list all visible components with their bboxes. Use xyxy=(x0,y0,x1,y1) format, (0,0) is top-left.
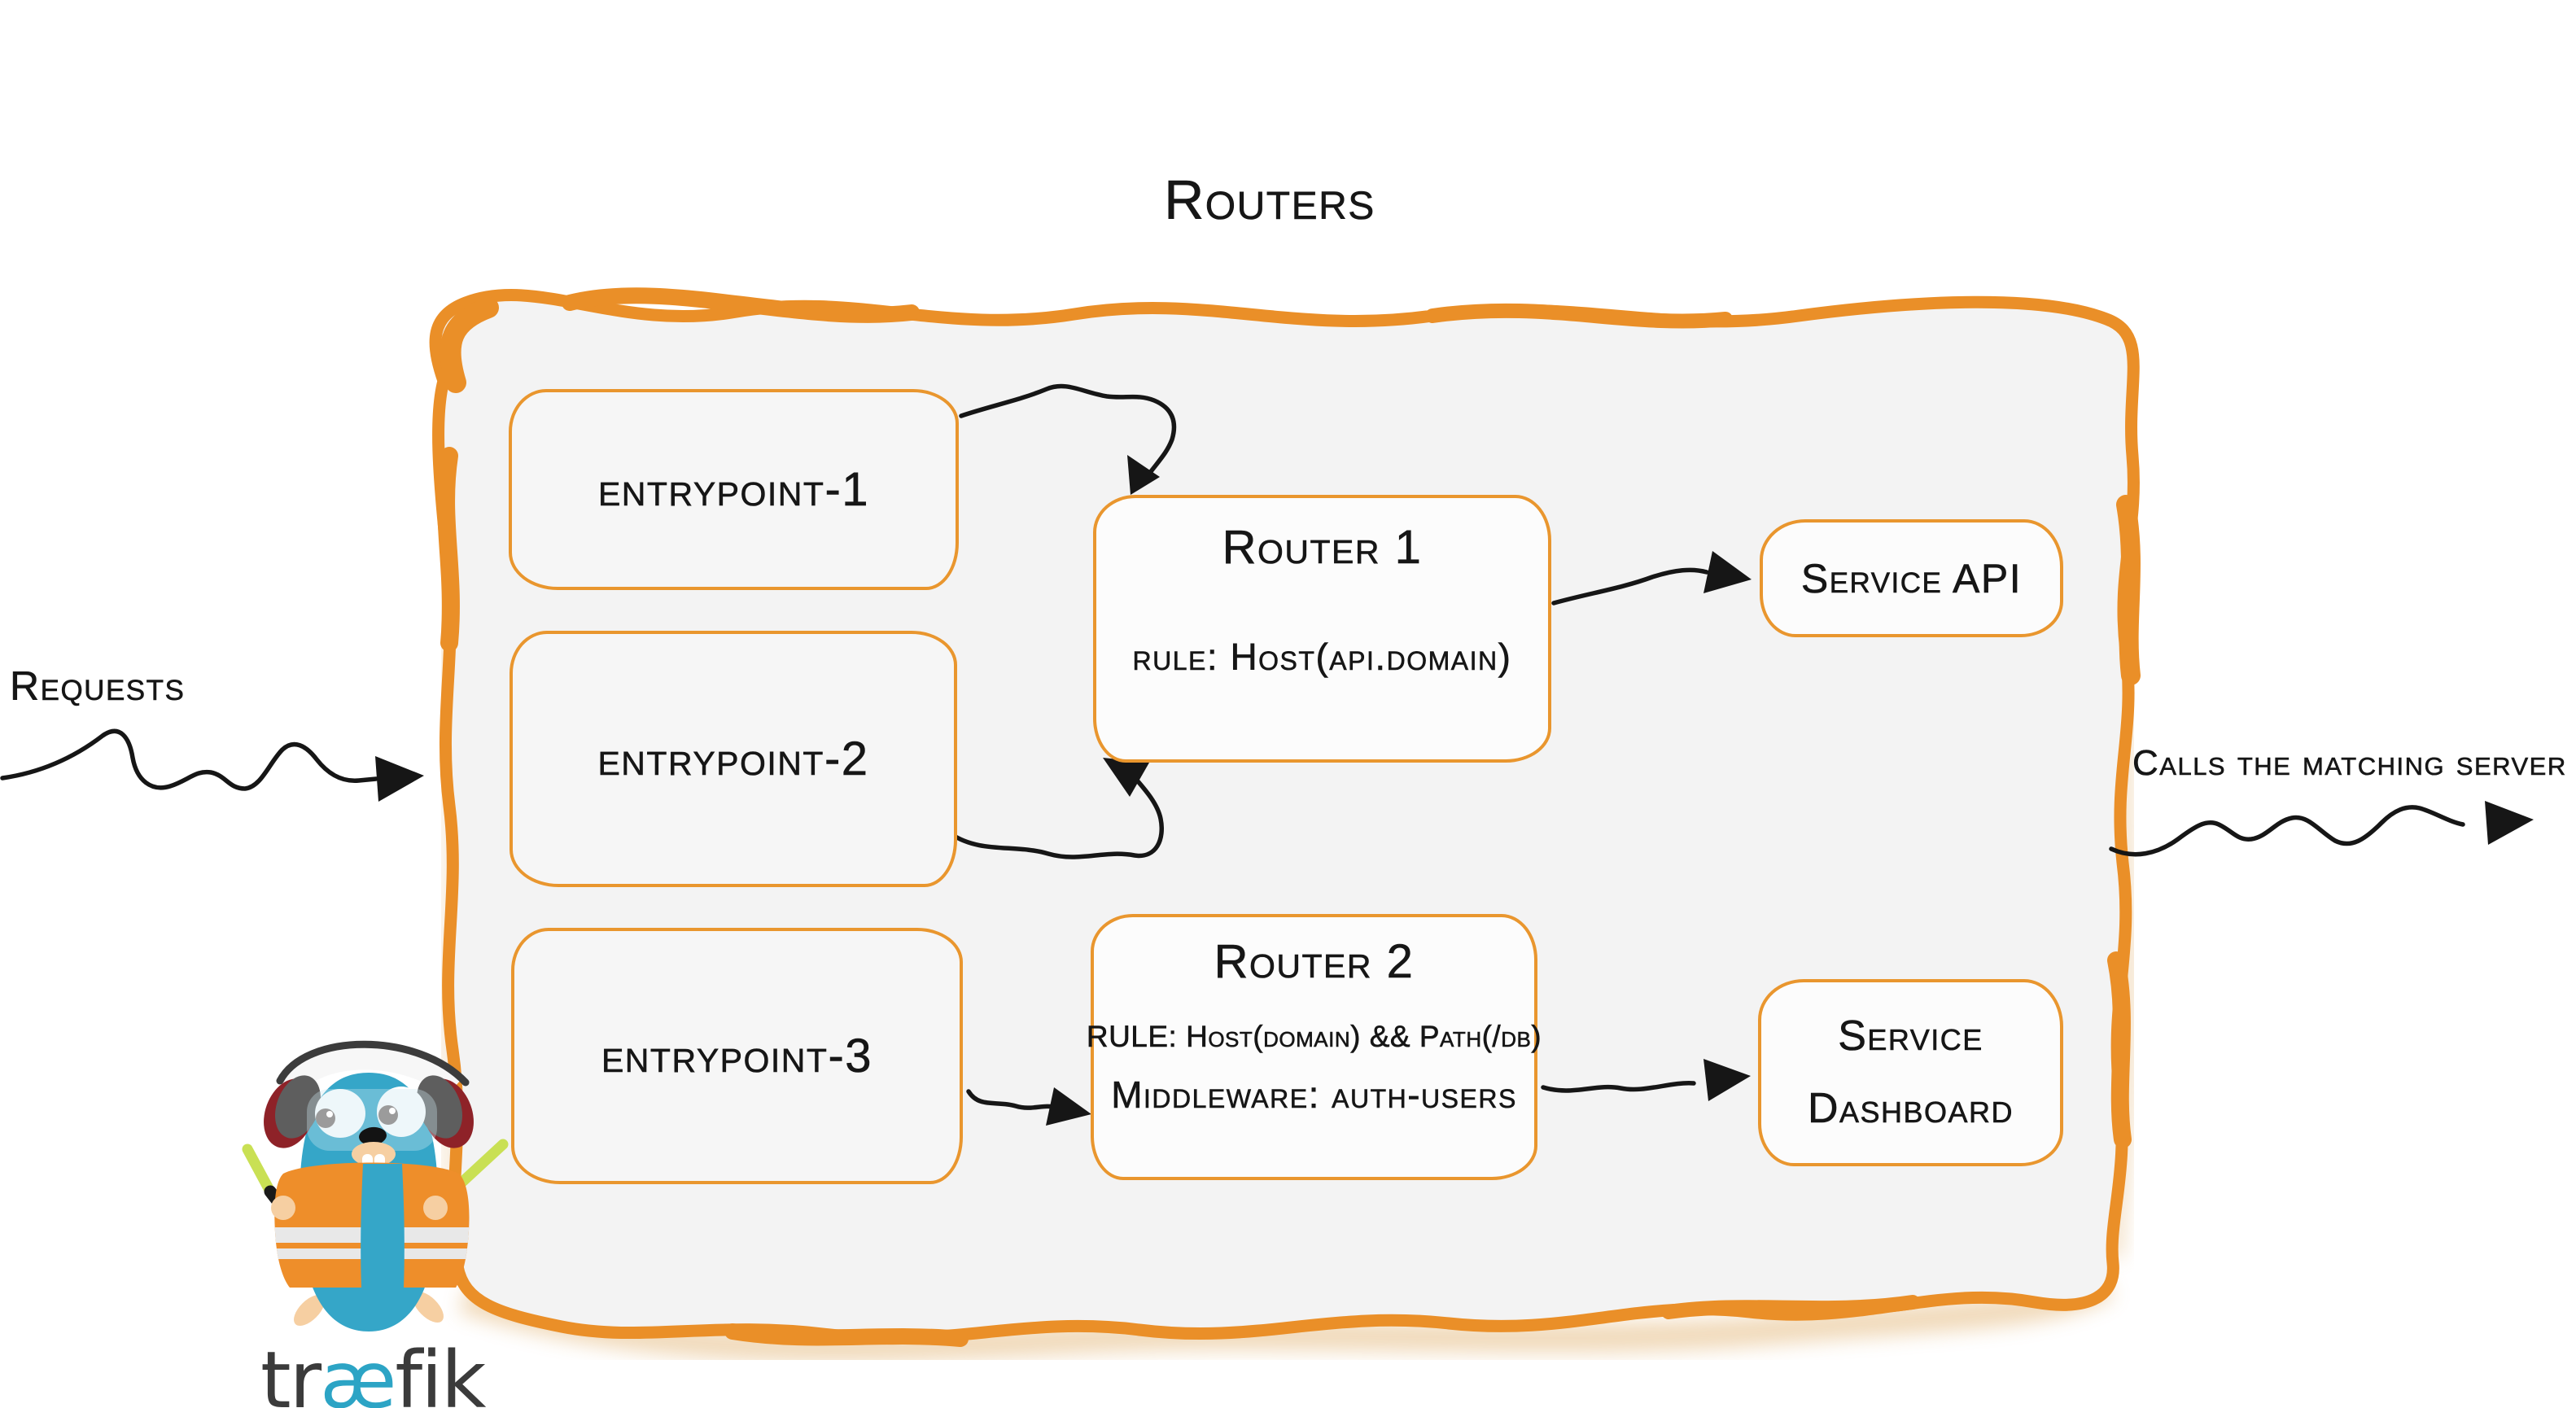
panel-accent-right2 xyxy=(2107,951,2132,1148)
router-2-middleware: Middleware: auth-users xyxy=(1111,1073,1517,1116)
arrowhead xyxy=(375,756,424,802)
panel-accent-topleft xyxy=(440,297,499,393)
panel-accent-bottom1 xyxy=(724,1323,969,1347)
gopher-nose xyxy=(359,1126,387,1146)
arrowhead xyxy=(1127,455,1160,495)
gopher-eyes xyxy=(307,1087,437,1151)
arrowhead xyxy=(1046,1087,1091,1126)
entrypoint3-router2-arrow xyxy=(966,1087,1091,1126)
arrowhead xyxy=(1103,758,1149,797)
gopher-vest xyxy=(274,1162,470,1288)
entrypoint-1-label: entrypoint-1 xyxy=(597,463,870,517)
requests-arrow xyxy=(0,728,424,802)
router-2-box: Router 2 RULE: Host(domain) && Path(/db)… xyxy=(1087,914,1542,1180)
calls-matching-server-label: Calls the matching server xyxy=(2132,743,2567,783)
panel-accent-right1 xyxy=(2116,495,2141,685)
wordmark-ae: æ xyxy=(320,1335,396,1408)
entrypoint-2-label: entrypoint-2 xyxy=(597,732,869,786)
arrowhead xyxy=(1703,551,1752,593)
router-2-rule: RULE: Host(domain) && Path(/db) xyxy=(1086,1020,1542,1053)
router-1-rule: rule: Host(api.domain) xyxy=(1132,636,1512,678)
entrypoint-3-label: entrypoint-3 xyxy=(601,1030,873,1083)
gopher-muzzle xyxy=(352,1142,396,1166)
gopher-foot-right xyxy=(413,1292,444,1323)
gopher-headphones xyxy=(264,1040,474,1148)
panel-accent-left xyxy=(437,447,460,652)
service-api-box: Service API xyxy=(1760,519,2063,637)
router-2-title: Router 2 xyxy=(1214,935,1415,988)
router2-servicedashboard-arrow xyxy=(1541,1059,1751,1101)
panel-accent-bottom2 xyxy=(1661,1295,1920,1319)
wordmark-pre: tr xyxy=(260,1335,321,1408)
entrypoint-3-box: entrypoint-3 xyxy=(511,928,963,1184)
arrowhead xyxy=(2485,801,2534,845)
entrypoint2-router1-arrow xyxy=(949,758,1164,859)
entrypoint1-router1-arrow xyxy=(959,383,1177,495)
diagram-title: Routers xyxy=(1164,169,1375,231)
panel-accent-top2 xyxy=(1425,303,1733,329)
requests-label: Requests xyxy=(10,663,186,709)
service-dashboard-label-line1: Service xyxy=(1838,1012,1983,1060)
gopher-foot-left xyxy=(294,1295,325,1326)
traefik-wordmark: træfik xyxy=(260,1341,486,1408)
gopher-goggles xyxy=(307,1089,437,1151)
panel-glow-bottom xyxy=(459,1271,2115,1362)
arrowhead xyxy=(1703,1059,1751,1101)
service-dashboard-label-line2: Dashboard xyxy=(1807,1085,2014,1133)
entrypoint-1-box: entrypoint-1 xyxy=(509,389,959,590)
router-1-title: Router 1 xyxy=(1222,521,1423,574)
gopher-hand-right xyxy=(423,1196,448,1220)
service-dashboard-box: Service Dashboard xyxy=(1758,979,2063,1166)
traefik-gopher-logo xyxy=(242,1040,509,1331)
wordmark-post: fik xyxy=(395,1335,486,1408)
gopher-hand-left xyxy=(271,1196,295,1220)
router1-serviceapi-arrow xyxy=(1551,551,1752,606)
panel-accent-top1 xyxy=(562,287,920,323)
router-1-box: Router 1 rule: Host(api.domain) xyxy=(1093,495,1551,763)
service-api-label: Service API xyxy=(1800,555,2023,601)
arrows xyxy=(0,383,2534,1126)
entrypoint-2-box: entrypoint-2 xyxy=(510,631,957,887)
calls-arrow xyxy=(2109,801,2534,857)
